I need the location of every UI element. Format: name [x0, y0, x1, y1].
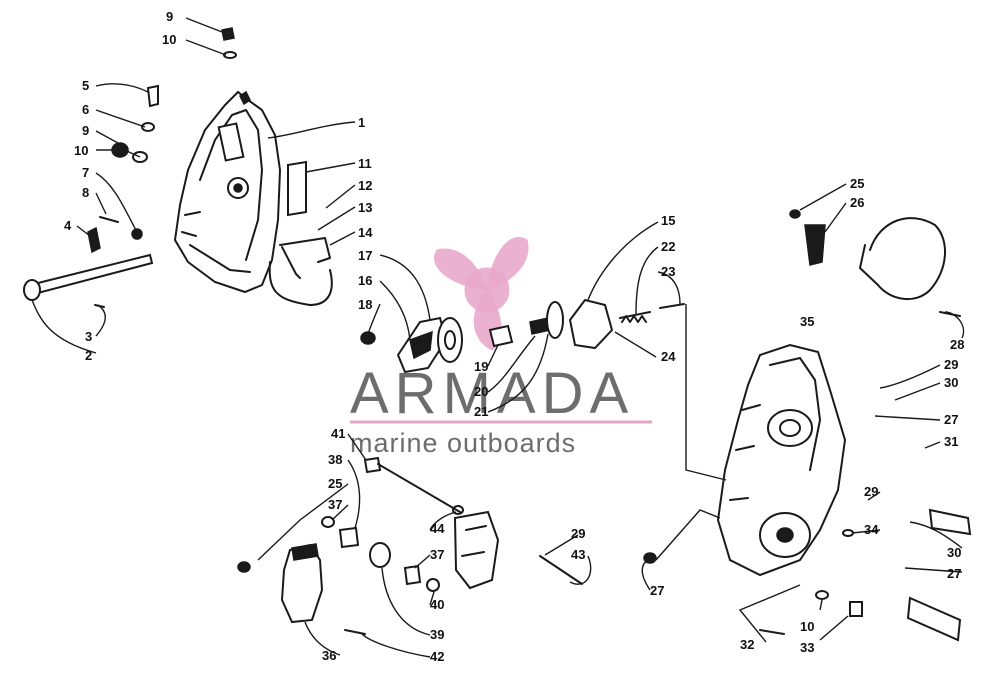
small-hardware-left [23, 27, 237, 308]
callout-16: 16 [358, 273, 372, 288]
callout-26: 26 [850, 195, 864, 210]
callout-8: 8 [82, 185, 89, 200]
callout-27-left: 27 [650, 583, 664, 598]
callout-9-left: 9 [82, 123, 89, 138]
callout-2: 2 [85, 348, 92, 363]
callout-27-right: 27 [944, 412, 958, 427]
callout-3: 3 [85, 329, 92, 344]
callout-13: 13 [358, 200, 372, 215]
callout-20: 20 [474, 384, 488, 399]
callout-32: 32 [740, 637, 754, 652]
watermark-tagline: marine outboards [350, 428, 576, 458]
callout-34: 34 [864, 522, 879, 537]
watermark-brand: ARMADA [350, 361, 634, 426]
callout-6: 6 [82, 102, 89, 117]
callout-38: 38 [328, 452, 342, 467]
callout-18: 18 [358, 297, 372, 312]
callout-10-top: 10 [162, 32, 176, 47]
callout-29-lower: 29 [571, 526, 585, 541]
callout-36: 36 [322, 648, 336, 663]
callout-37-lower: 37 [430, 547, 444, 562]
recoil-starter-parts [360, 298, 685, 374]
callout-33: 33 [800, 640, 814, 655]
callout-19: 19 [474, 359, 488, 374]
callout-10-left: 10 [74, 143, 88, 158]
callout-29-mid: 29 [864, 484, 878, 499]
starter-housing-cover [173, 90, 282, 294]
callout-41: 41 [331, 426, 345, 441]
callout-25-lower: 25 [328, 476, 342, 491]
callout-43: 43 [571, 547, 585, 562]
callout-24: 24 [661, 349, 676, 364]
cover-plate [287, 160, 307, 217]
callout-31: 31 [944, 434, 958, 449]
callout-23: 23 [661, 264, 675, 279]
callout-40: 40 [430, 597, 444, 612]
callout-30-right: 30 [944, 375, 958, 390]
flywheel-shroud [789, 209, 947, 301]
callout-22: 22 [661, 239, 675, 254]
callout-4: 4 [64, 218, 72, 233]
callout-29-right: 29 [944, 357, 958, 372]
callout-10-bottom: 10 [800, 619, 814, 634]
callout-42: 42 [430, 649, 444, 664]
right-hardware [643, 311, 972, 642]
callout-25-right: 25 [850, 176, 864, 191]
callout-7: 7 [82, 165, 89, 180]
watermark: ARMADA marine outboards [350, 237, 652, 458]
callout-44: 44 [430, 521, 445, 536]
rope-handle-bracket [268, 237, 333, 306]
callout-14: 14 [358, 225, 373, 240]
callout-11: 11 [358, 156, 372, 171]
callout-35: 35 [800, 314, 814, 329]
callout-37-upper: 37 [328, 497, 342, 512]
callout-39: 39 [430, 627, 444, 642]
callout-5: 5 [82, 78, 89, 93]
callout-21: 21 [474, 404, 488, 419]
callout-12: 12 [358, 178, 372, 193]
callout-1: 1 [358, 115, 365, 130]
callout-labels: 9 10 5 6 9 10 7 8 4 3 2 1 11 12 13 14 17… [64, 9, 964, 664]
callout-15: 15 [661, 213, 675, 228]
crankcase-cover [716, 343, 847, 577]
callout-30-lower: 30 [947, 545, 961, 560]
callout-9-top: 9 [166, 9, 173, 24]
callout-28: 28 [950, 337, 964, 352]
leader-lines [31, 17, 965, 658]
throttle-bracket-assembly [237, 456, 583, 635]
callout-17: 17 [358, 248, 372, 263]
callout-27-lower: 27 [947, 566, 961, 581]
